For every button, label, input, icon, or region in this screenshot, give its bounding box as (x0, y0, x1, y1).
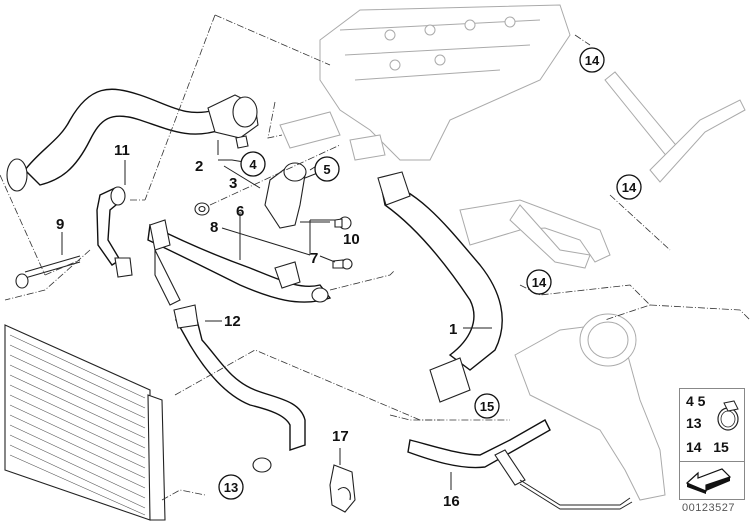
callout-14-middle[interactable]: 14 (616, 174, 642, 200)
direction-arrow-icon (685, 468, 732, 494)
svg-text:5: 5 (323, 162, 330, 177)
callout-4[interactable]: 4 (240, 151, 266, 177)
callout-17[interactable]: 17 (332, 428, 349, 445)
svg-text:4: 4 (249, 157, 257, 172)
clip-17 (329, 464, 356, 513)
hose-12 (174, 315, 306, 451)
callout-16[interactable]: 16 (443, 493, 460, 510)
callout-7[interactable]: 7 (310, 250, 318, 267)
ghost-hose-upper-right (604, 71, 746, 183)
callout-13[interactable]: 13 (218, 474, 244, 500)
radiator (4, 324, 166, 521)
callout-11[interactable]: 11 (114, 142, 130, 159)
ghost-pump-bracket (514, 313, 666, 501)
svg-text:13: 13 (224, 480, 238, 495)
hose-16 (407, 419, 551, 469)
cylinder-head-ghost (279, 4, 571, 161)
callout-14-top[interactable]: 14 (579, 47, 605, 73)
callout-8[interactable]: 8 (210, 219, 218, 236)
ghost-y-hose (459, 199, 611, 269)
callout-6[interactable]: 6 (236, 203, 244, 220)
callout-3[interactable]: 3 (229, 175, 237, 192)
legend-row-1: 4 5 (686, 393, 706, 409)
svg-text:14: 14 (532, 275, 547, 290)
document-number: 00123527 (682, 502, 735, 514)
legend-row-3: 14 15 (686, 439, 729, 455)
callout-12[interactable]: 12 (224, 313, 241, 330)
callout-9[interactable]: 9 (56, 216, 64, 233)
bolt-9 (15, 255, 81, 289)
callout-14-lower[interactable]: 14 (526, 269, 552, 295)
clamp-legend-box: 4 5 13 14 15 (679, 388, 745, 500)
upper-hose (24, 88, 221, 186)
svg-text:14: 14 (585, 53, 600, 68)
callout-2[interactable]: 2 (195, 158, 203, 175)
svg-text:14: 14 (622, 180, 637, 195)
upper-hose-end-left (6, 158, 28, 192)
callout-leaders (61, 140, 492, 490)
callout-15[interactable]: 15 (474, 393, 500, 419)
bolt-7 (332, 258, 353, 270)
legend-row-2: 13 (686, 415, 702, 431)
svg-text:15: 15 (480, 399, 494, 414)
callout-10[interactable]: 10 (343, 231, 360, 248)
callout-5[interactable]: 5 (314, 156, 340, 182)
hose-clamp-icon (717, 400, 739, 431)
callout-1[interactable]: 1 (449, 321, 457, 338)
bolt-10 (334, 216, 352, 230)
